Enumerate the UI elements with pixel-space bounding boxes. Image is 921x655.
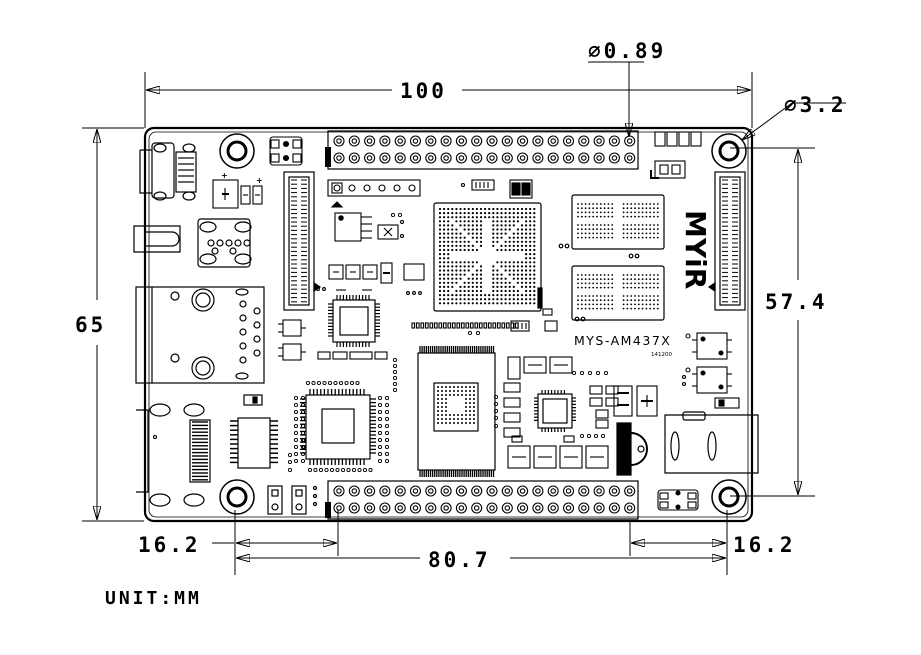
mounting-holes: [219, 133, 747, 515]
processor-bga: [433, 202, 543, 312]
mounting-hole-top-right: [711, 133, 747, 169]
height-dimension-label: 65: [75, 313, 106, 337]
svg-text:+: +: [221, 171, 228, 180]
model-label: MYS-AM437X: [574, 333, 671, 348]
mounting-hole-bottom-right: [711, 479, 747, 515]
pin-diameter-label: ∅0.89: [588, 39, 666, 63]
unit-label: UNIT:MM: [105, 588, 202, 609]
qfp-chip-large: [300, 389, 376, 465]
top-pin-header: [325, 130, 639, 170]
usb-host-pins: [192, 421, 208, 481]
left-offset-label: 16.2: [138, 533, 201, 557]
pcb-outline: [143, 126, 754, 523]
mini-usb-connector: [139, 142, 197, 201]
brand-logo: MYiR: [679, 210, 712, 289]
width-dimension-label: 100: [400, 79, 447, 103]
small-components: + +: [152, 131, 740, 511]
ddr-memory-chips: [558, 194, 665, 322]
hole-diameter-label: ∅3.2: [784, 93, 847, 117]
qfp-chip-small: [328, 295, 380, 347]
mounting-hole-bottom-left: [219, 479, 255, 515]
date-code-label: 141200: [651, 352, 672, 358]
sd-card-slot: [616, 411, 759, 476]
flash-chip: [417, 346, 496, 477]
soic-chip: [230, 394, 278, 469]
right-offset-label: 16.2: [733, 533, 796, 557]
inner-height-dimension-label: 57.4: [765, 290, 828, 314]
via-dots: [287, 212, 609, 473]
mounting-hole-top-left: [219, 133, 255, 169]
ethernet-jack: [135, 286, 265, 384]
power-jack: [133, 218, 252, 268]
dimension-lines: [82, 61, 846, 575]
left-fpc-connector: [283, 171, 322, 311]
usb-host-connector: [136, 403, 211, 507]
svg-text:+: +: [256, 176, 263, 185]
bottom-pin-header: [325, 480, 639, 520]
hole-spacing-label: 80.7: [428, 548, 491, 572]
jumper-headers: [267, 485, 318, 515]
qfn-chip: [534, 390, 576, 432]
right-fpc-connector: [707, 171, 746, 311]
